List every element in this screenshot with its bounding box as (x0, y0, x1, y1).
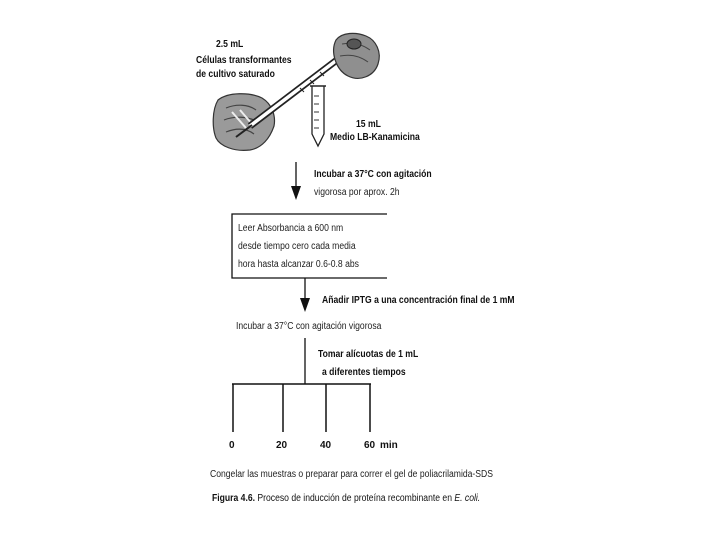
figure-caption: Figura 4.6. Proceso de inducción de prot… (212, 492, 480, 505)
freeze-text: Congelar las muestras o preparar para co… (210, 469, 493, 480)
incubate-line2: vigorosa por aprox. 2h (314, 187, 400, 198)
pipette-line2: de cultivo saturado (196, 69, 275, 80)
iptg-text: Añadir IPTG a una concentración final de… (322, 295, 515, 306)
aliquot-line2: a diferentes tiempos (322, 367, 406, 378)
timeline (232, 383, 371, 432)
pipette-line1: Células transformantes (196, 55, 292, 66)
read-line1: Leer Absorbancia a 600 nm (238, 223, 344, 234)
pipette-icon (235, 47, 353, 138)
aliquot-line1: Tomar alícuotas de 1 mL (318, 349, 419, 360)
tick-label-0: 0 (229, 440, 235, 451)
caption-text: Proceso de inducción de proteína recombi… (257, 493, 452, 504)
read-line3: hora hasta alcanzar 0.6-0.8 abs (238, 259, 359, 270)
tick-unit: min (380, 440, 398, 451)
read-absorbance-box (231, 213, 387, 279)
bulb-hand-icon (333, 32, 380, 79)
tick-label-40: 40 (320, 440, 332, 451)
pipette-volume: 2.5 mL (216, 39, 244, 50)
incubate-line1: Incubar a 37°C con agitación (314, 169, 432, 180)
read-line2: desde tiempo cero cada media (238, 241, 356, 252)
tube-volume: 15 mL (356, 119, 381, 130)
test-tube-icon (310, 85, 326, 148)
incubate2-text: Incubar a 37°C con agitación vigorosa (236, 321, 382, 332)
caption-label: Figura 4.6. (212, 493, 256, 504)
tube-medium: Medio LB-Kanamicina (330, 132, 420, 143)
hand-icon (212, 93, 276, 151)
caption-organism: E. coli. (454, 493, 481, 504)
arrow-down-2 (300, 278, 310, 312)
tick-label-20: 20 (276, 440, 288, 451)
arrow-down-1 (291, 162, 301, 200)
tick-label-60: 60 (364, 440, 376, 451)
